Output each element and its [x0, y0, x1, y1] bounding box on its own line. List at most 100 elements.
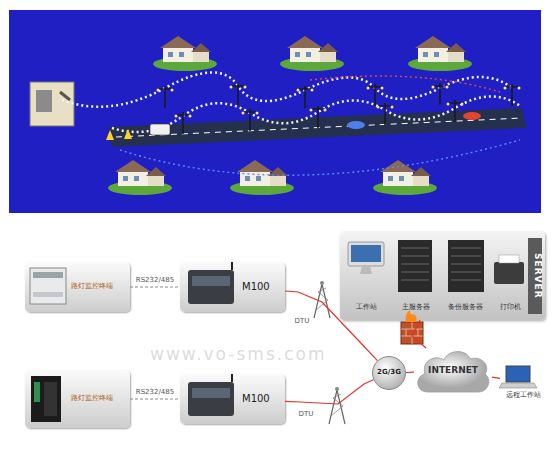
control-cabinet [36, 90, 52, 112]
dtu-antenna [231, 374, 233, 382]
car [463, 112, 481, 120]
connector-line [492, 377, 500, 378]
controller-led [34, 382, 40, 402]
node-text: 路灯监控终端 [71, 283, 113, 291]
plc-strip [33, 292, 63, 297]
remote-workstation: 远程工作站 [500, 364, 546, 400]
road-marking [116, 118, 522, 137]
building-light [60, 92, 70, 100]
street-light [377, 103, 394, 125]
house [230, 160, 294, 195]
node-text: 路灯监控终端 [71, 395, 113, 403]
device-slot: 打印机 [492, 240, 528, 312]
dtu-face [192, 276, 230, 286]
connector-line [406, 372, 414, 373]
dtu-device [188, 382, 234, 416]
workstation-monitor [348, 242, 384, 266]
internet-cloud: INTERNET [414, 348, 492, 394]
plc-strip [33, 272, 63, 278]
tower-antenna [320, 281, 324, 285]
node-text: 主服务器 [394, 304, 438, 312]
street-light [447, 100, 464, 122]
printer-paper [499, 255, 519, 263]
node-text: 远程工作站 [500, 392, 546, 400]
dtu-face [192, 388, 230, 398]
network-circle: 2G/3G [372, 356, 406, 390]
monitor-screen [351, 245, 381, 262]
laptop-base [499, 383, 537, 388]
controller-panel [44, 382, 57, 416]
traffic-cone [124, 129, 132, 139]
cell-tower [329, 390, 345, 424]
house [373, 160, 437, 195]
scene-background [9, 10, 541, 213]
printer [494, 262, 524, 284]
dtu-antenna [231, 262, 233, 270]
traffic-cone [106, 130, 114, 140]
node-text: 打印机 [492, 304, 528, 312]
house [280, 36, 344, 71]
firewall-flame [406, 310, 417, 322]
dtu-panel: M100 [180, 374, 285, 424]
house [153, 36, 217, 71]
power-line [112, 96, 520, 132]
connector-line [130, 286, 180, 287]
edge-label: RS232/485 [136, 276, 174, 284]
laptop-screen [506, 366, 530, 382]
device-slot: 备份服务器 [442, 240, 488, 312]
control-building [30, 82, 74, 126]
monitor-stand [360, 266, 372, 274]
device-slot: 主服务器 [394, 240, 438, 312]
node-text: 工作站 [346, 304, 386, 312]
connector-line [130, 398, 180, 399]
cell-tower [314, 284, 330, 318]
plc-device [30, 268, 66, 304]
car [347, 121, 365, 129]
server-panel: SERVER 工作站主服务器备份服务器打印机 [340, 232, 545, 320]
street-light [504, 84, 521, 106]
street-light [230, 83, 247, 105]
node-text: INTERNET [414, 366, 492, 376]
edge-label: DTU [295, 317, 310, 325]
tower-lattice [316, 288, 328, 310]
edge-label: RS232/485 [136, 388, 174, 396]
connector-line [285, 380, 373, 404]
dtu-device [188, 270, 234, 304]
street-light [157, 86, 174, 108]
tower-antenna [335, 387, 339, 391]
road [108, 108, 526, 147]
service-van [150, 124, 170, 135]
street-light [310, 106, 327, 128]
terminal-panel: 路灯监控终端 [25, 262, 130, 312]
power-line [62, 72, 512, 106]
node-text: M100 [242, 393, 270, 404]
node-text: M100 [242, 281, 270, 292]
street-light [242, 109, 259, 131]
tower-lattice [331, 394, 343, 416]
signal-arc [120, 140, 520, 175]
dtu-panel: M100 [180, 262, 285, 312]
node-text: 2G/3G [373, 369, 405, 377]
firewall-bricks [401, 322, 423, 344]
signal-arc [310, 76, 500, 92]
edge-label: DTU [299, 410, 314, 418]
node-text: 备份服务器 [442, 304, 488, 312]
street-light [367, 84, 384, 106]
device-slot: 工作站 [346, 240, 386, 312]
connector-line [412, 320, 426, 348]
terminal-panel: 路灯监控终端 [25, 370, 130, 428]
house [108, 160, 172, 195]
node-text: SERVER [528, 238, 542, 314]
street-light [432, 83, 449, 105]
house [408, 36, 472, 71]
firewall [401, 322, 423, 344]
rack-slots [451, 248, 481, 280]
street-light [175, 112, 192, 134]
rack-slots [401, 248, 429, 280]
main-server-rack [398, 240, 432, 292]
backup-server-rack [448, 240, 484, 292]
controller-device [31, 376, 61, 422]
street-light [297, 86, 314, 108]
